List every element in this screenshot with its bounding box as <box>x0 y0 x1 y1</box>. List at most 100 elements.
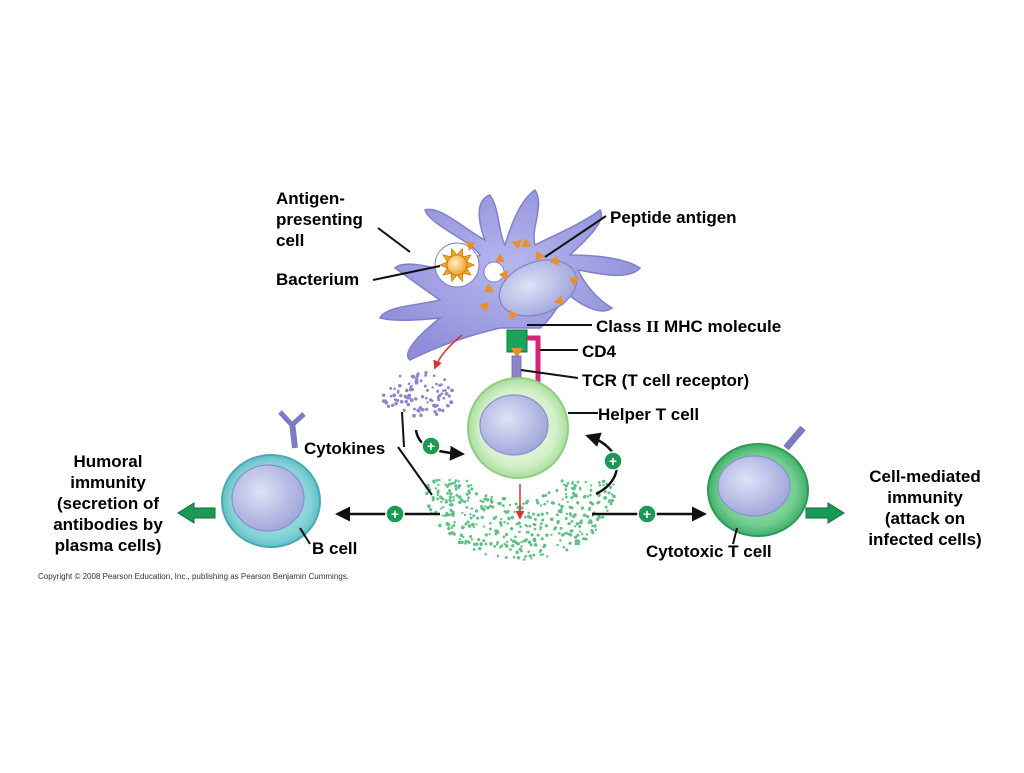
cytokine-dot <box>522 502 525 506</box>
cytokine-dot <box>560 505 563 508</box>
cytokine-dot <box>395 398 400 403</box>
cytokine-dot <box>609 485 613 489</box>
cytokine-dot <box>415 377 419 381</box>
cytokine-dot <box>474 492 479 496</box>
cytokine-dot <box>504 556 508 560</box>
cytokine-dot <box>457 480 460 483</box>
cytokine-dot <box>589 519 593 523</box>
cytokine-dot <box>579 488 582 491</box>
cytokine-dot <box>406 395 411 400</box>
cytokine-dot <box>536 533 540 537</box>
cytokine-dot <box>430 399 434 403</box>
cytokine-dot <box>450 526 454 529</box>
cytokine-dot <box>551 501 555 505</box>
cytokine-dot <box>405 388 409 393</box>
cytokine-dot <box>486 505 490 510</box>
cytokine-dot <box>469 513 472 516</box>
cytokine-dot <box>539 527 542 531</box>
cytokine-dot <box>484 553 487 556</box>
cytokine-dot <box>484 542 488 546</box>
cytokine-dot <box>572 492 575 495</box>
cytokine-dot <box>544 493 548 497</box>
cytokine-dot <box>424 396 428 400</box>
cytokine-dot <box>516 556 521 560</box>
cytokine-dot <box>425 491 429 496</box>
cytokine-dot <box>515 550 519 555</box>
cytokine-dot <box>589 489 593 492</box>
cytokine-dot <box>448 503 452 506</box>
cytokine-dot <box>561 498 564 501</box>
cytokine-dot <box>484 533 488 537</box>
cytokine-dot <box>423 384 427 388</box>
cytokine-dot <box>584 537 588 541</box>
cytokine-dot <box>477 537 481 542</box>
cytokine-dot <box>545 511 549 515</box>
label-cell-mediated-immunity: Cell-mediated immunity (attack on infect… <box>868 467 982 549</box>
cytokine-dot <box>437 393 442 398</box>
cytokine-dot <box>424 373 428 377</box>
cytokine-dot <box>523 558 526 561</box>
cytokine-dot <box>476 516 480 520</box>
cytokine-dot <box>466 520 470 524</box>
cytokine-dot <box>445 484 450 488</box>
cytokine-dot <box>444 500 448 504</box>
cytokine-dot <box>389 386 393 390</box>
cytokine-dot <box>437 407 442 412</box>
cytokine-dot <box>412 413 416 418</box>
cytokine-dot <box>436 389 440 393</box>
peptide-antigen-icon <box>554 295 564 306</box>
peptide-antigen-icon <box>509 309 519 321</box>
cytokine-dot <box>590 502 595 506</box>
plus-badge-text: + <box>391 506 399 522</box>
cytokine-dot <box>461 511 464 514</box>
cytokine-dot <box>463 513 467 517</box>
cytokine-dot <box>567 521 571 526</box>
cytokine-dot <box>553 527 557 531</box>
cytokine-dot <box>475 523 478 526</box>
cytokine-dot <box>419 414 423 417</box>
cytokine-dot <box>539 553 543 557</box>
cytokine-dot <box>450 482 454 485</box>
cytokine-dot <box>467 524 472 528</box>
cytokine-dot <box>404 399 408 404</box>
cytokine-dot <box>527 511 531 515</box>
cytokine-dot <box>556 521 560 525</box>
cytokine-dot <box>512 539 516 544</box>
cytokine-dot <box>431 496 435 500</box>
cytokine-dot <box>452 495 455 499</box>
cytokine-dot <box>433 409 437 414</box>
cytokine-dot <box>494 532 498 536</box>
cytokine-dot <box>555 489 559 492</box>
cytokine-dot <box>538 550 542 554</box>
cytokine-dot <box>528 524 532 528</box>
cytokine-dot <box>429 508 433 512</box>
cytokine-dot <box>458 538 462 541</box>
cytokine-dot <box>437 398 441 402</box>
plus-badge: + <box>421 436 441 456</box>
cytokine-dot <box>607 491 611 495</box>
cytokine-dot <box>541 553 545 556</box>
peptide-antigen-icon <box>521 237 532 248</box>
cytokine-dot <box>518 547 522 551</box>
cytokine-dot <box>503 510 507 513</box>
cytokine-dot <box>499 521 503 525</box>
cytokine-dot <box>458 500 462 505</box>
label-cd4: CD4 <box>582 342 617 361</box>
bacterium-icon <box>438 247 476 283</box>
cytokine-dot <box>612 483 615 486</box>
cytokine-dot <box>436 493 440 497</box>
cytokine-dot <box>589 493 592 497</box>
cytokine-dot <box>564 484 569 488</box>
cytokine-dot <box>465 479 469 483</box>
cytokine-dot <box>480 515 484 520</box>
cytokine-dot <box>526 530 530 534</box>
cytokine-dot <box>526 525 529 528</box>
cytokine-dot <box>439 507 443 510</box>
cytokine-dot <box>581 533 584 536</box>
cytokine-dot <box>469 534 473 539</box>
cytokine-dot <box>541 494 546 498</box>
cytokine-dot <box>512 555 516 559</box>
cytokine-dot <box>440 392 444 395</box>
cytokine-dot <box>599 516 602 519</box>
cytokine-dot <box>465 492 469 496</box>
